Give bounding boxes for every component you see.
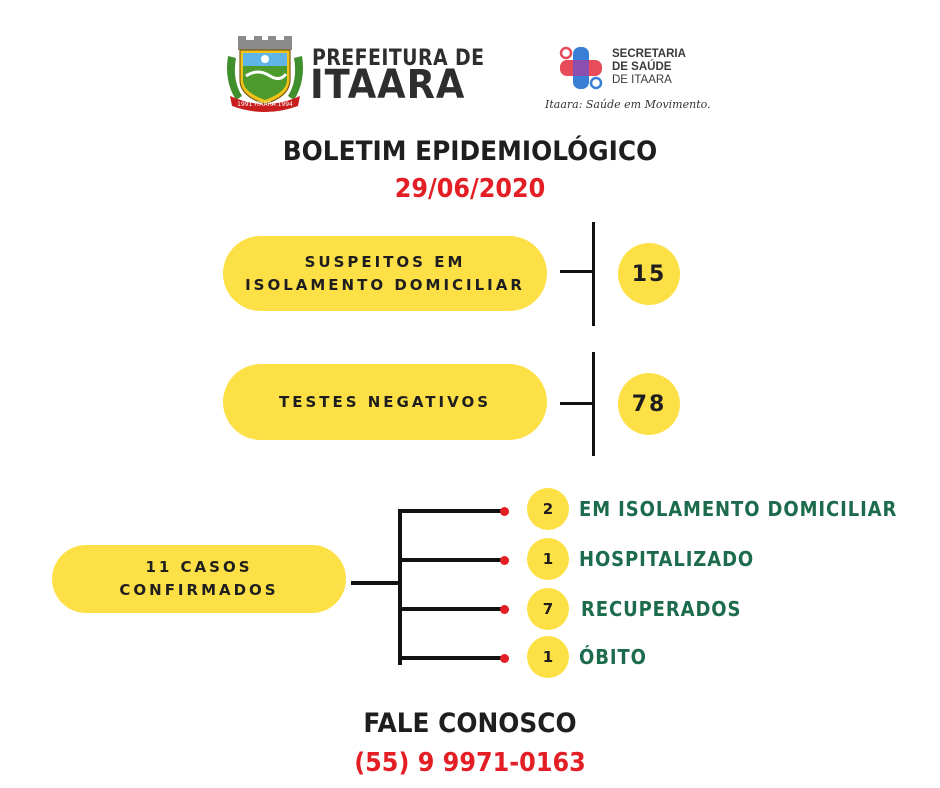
secretaria-line1: SECRETARIA: [612, 48, 686, 60]
breakdown-label: HOSPITALIZADO: [579, 547, 755, 571]
contact-phone[interactable]: (55) 9 9971-0163: [354, 748, 586, 778]
svg-text:1991 ITAARA 1994: 1991 ITAARA 1994: [237, 101, 293, 108]
suspeitos-label-line2: ISOLAMENTO DOMICILIAR: [245, 275, 525, 294]
tree-stem: [351, 581, 401, 585]
breakdown-count: 7: [527, 588, 569, 630]
negativos-pill: TESTES NEGATIVOS: [223, 364, 547, 440]
tree-branch: [400, 558, 504, 562]
divider-line: [592, 352, 595, 456]
coat-of-arms-icon: 1991 ITAARA 1994: [227, 36, 303, 112]
secretaria-line3: DE ITAARA: [612, 74, 672, 86]
connector-line: [560, 402, 594, 405]
suspeitos-label-line1: SUSPEITOS EM: [304, 252, 466, 271]
medical-cross-icon: [559, 46, 603, 90]
city-name: ITAARA: [310, 62, 466, 108]
bulletin-title: BOLETIM EPIDEMIOLÓGICO: [282, 136, 658, 167]
tree-branch: [400, 607, 504, 611]
confirmados-label-line2: CONFIRMADOS: [119, 581, 279, 599]
breakdown-count: 2: [527, 488, 569, 530]
breakdown-label: ÓBITO: [579, 645, 647, 669]
confirmados-pill: 11 CASOS CONFIRMADOS: [52, 545, 346, 613]
contact-title: FALE CONOSCO: [363, 708, 577, 739]
secretaria-name: SECRETARIA DE SAÚDE DE ITAARA: [612, 48, 686, 87]
suspeitos-pill: SUSPEITOS EM ISOLAMENTO DOMICILIAR: [223, 236, 547, 311]
breakdown-count: 1: [527, 636, 569, 678]
tree-branch: [400, 509, 504, 513]
branch-dot: [500, 654, 509, 663]
confirmados-label-line1: 11 CASOS: [145, 558, 253, 576]
connector-line: [560, 270, 594, 273]
prefeitura-label: PREFEITURA DE: [312, 46, 485, 71]
divider-line: [592, 222, 595, 326]
branch-dot: [500, 605, 509, 614]
tree-branch: [400, 656, 504, 660]
branch-dot: [500, 507, 509, 516]
bulletin-date: 29/06/2020: [394, 174, 546, 204]
breakdown-label: EM ISOLAMENTO DOMICILIAR: [579, 497, 898, 521]
breakdown-label: RECUPERADOS: [581, 597, 742, 621]
negativos-label: TESTES NEGATIVOS: [278, 392, 492, 411]
breakdown-count: 1: [527, 538, 569, 580]
tree-trunk: [398, 509, 402, 665]
secretaria-line2: DE SAÚDE: [612, 61, 672, 73]
branch-dot: [500, 556, 509, 565]
suspeitos-count: 15: [618, 243, 680, 305]
tagline: Itaara: Saúde em Movimento.: [545, 98, 711, 111]
negativos-count: 78: [618, 373, 680, 435]
